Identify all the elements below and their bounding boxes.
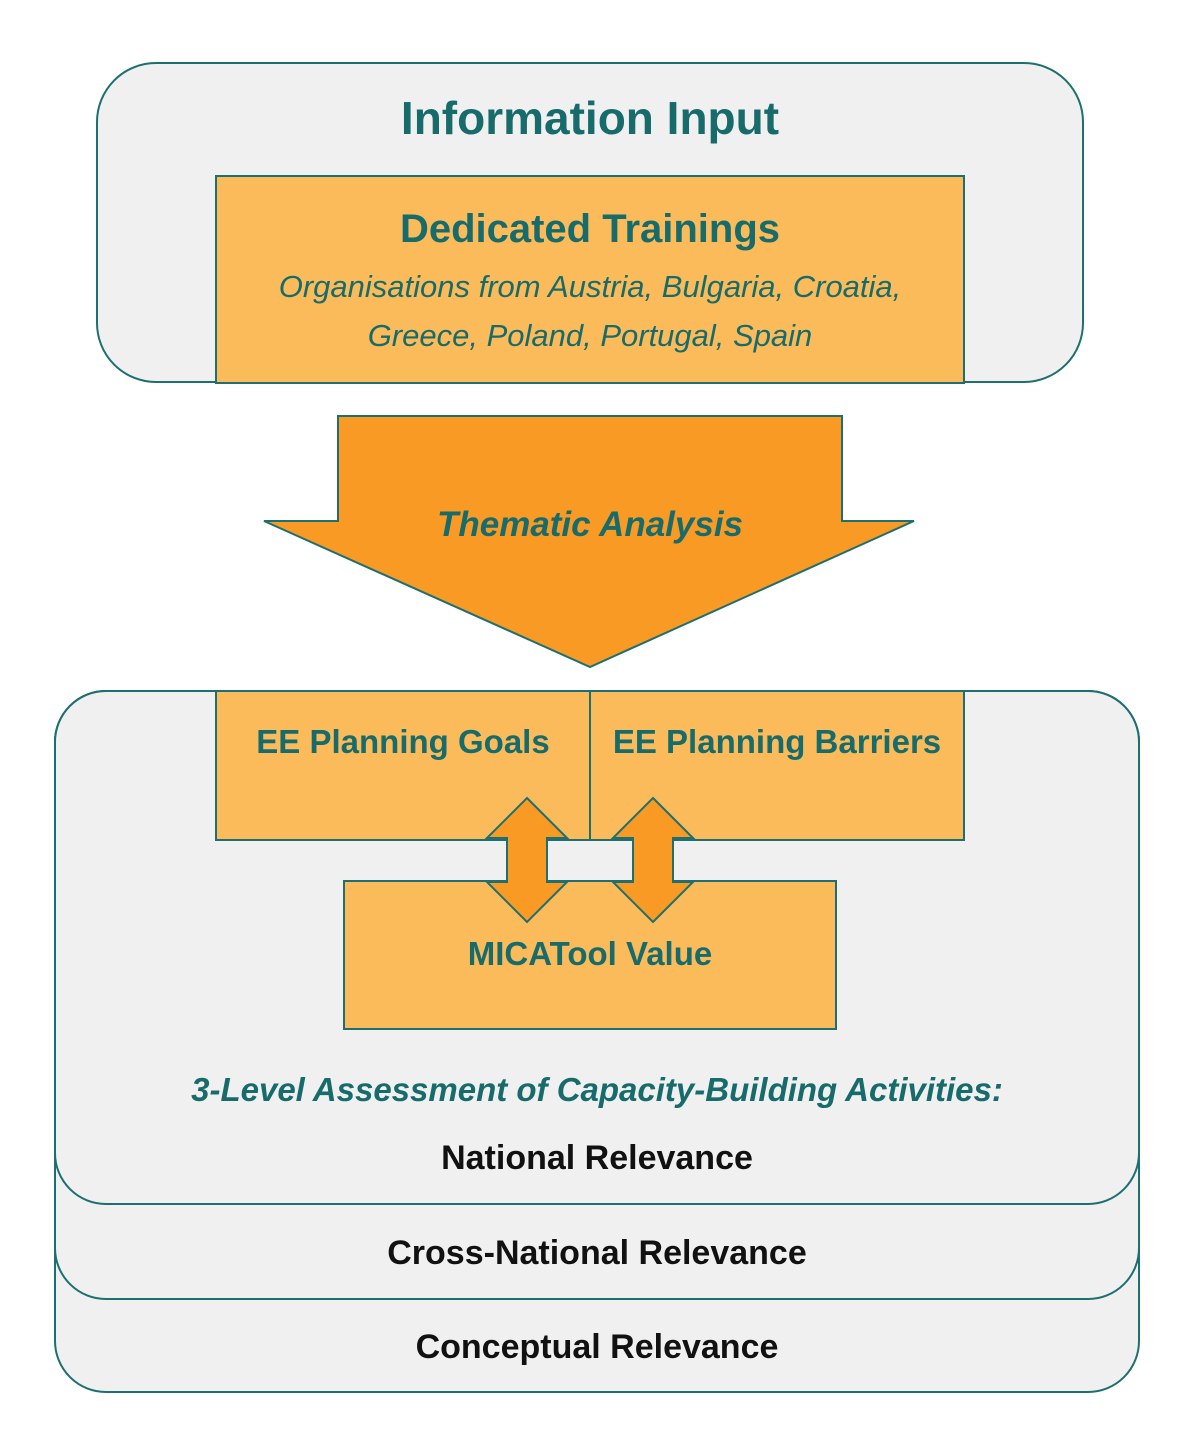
thematic-analysis-down-arrow-icon [263,415,915,669]
information-input-title: Information Input [400,92,780,144]
ee-planning-goals-label: EE Planning Goals [256,723,550,760]
conceptual-relevance-label: Conceptual Relevance [415,1328,779,1366]
assessment-title: 3-Level Assessment of Capacity-Building … [191,1071,1003,1108]
goals-link-up-down-arrow-icon [484,796,570,924]
thematic-analysis-label: Thematic Analysis [436,505,744,544]
barriers-link-up-down-arrow-icon [610,796,696,924]
dedicated-trainings-box [215,175,965,384]
ee-planning-barriers-label: EE Planning Barriers [612,723,942,760]
micatool-value-label: MICATool Value [467,935,713,972]
national-relevance-label: National Relevance [441,1139,753,1177]
cross-national-relevance-label: Cross-National Relevance [387,1234,807,1272]
dedicated-trainings-subtitle: Organisations from Austria, Bulgaria, Cr… [278,269,902,353]
dedicated-trainings-title: Dedicated Trainings [399,207,781,251]
micatool-value-box [343,880,837,1030]
